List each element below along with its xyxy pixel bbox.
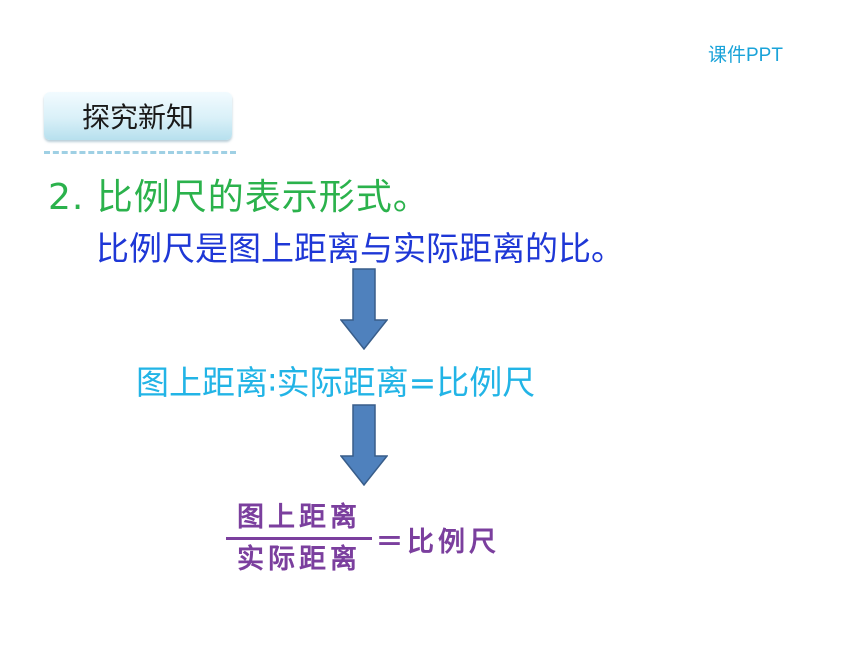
section-tab-divider: [44, 151, 236, 154]
fraction: 图上距离 实际距离: [226, 500, 372, 578]
scale-definition: 比例尺是图上距离与实际距离的比。: [96, 229, 624, 268]
fraction-formula: 图上距离 实际距离 ＝比例尺: [226, 500, 500, 578]
down-arrow-icon: [340, 404, 388, 486]
fraction-numerator: 图上距离: [237, 502, 361, 533]
section-heading: 2. 比例尺的表示形式。: [48, 177, 430, 218]
down-arrow-icon: [340, 268, 388, 350]
watermark-label: 课件PPT: [708, 45, 783, 66]
fraction-result: ＝比例尺: [376, 526, 500, 558]
section-tab: 探究新知: [44, 92, 232, 140]
fraction-denominator: 实际距离: [237, 544, 361, 575]
fraction-bar: [226, 537, 372, 540]
section-tab-label: 探究新知: [81, 101, 194, 134]
ratio-formula: 图上距离∶实际距离=比例尺: [136, 363, 536, 402]
